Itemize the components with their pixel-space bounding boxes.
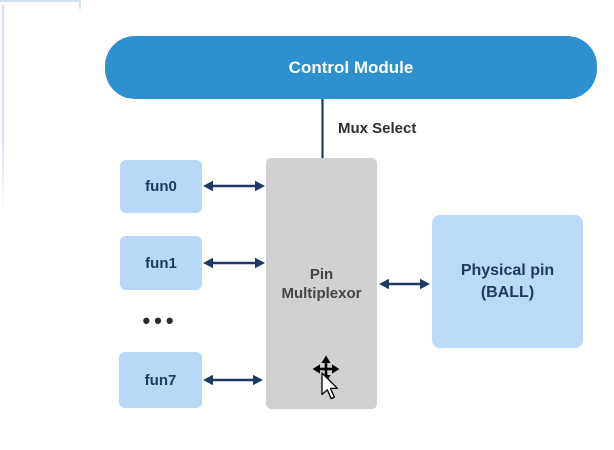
double-arrow-fun1 (203, 257, 265, 269)
frame-border-left (2, 5, 4, 217)
pin-multiplexor-block: Pin Multiplexor (266, 158, 377, 409)
control-module-label: Control Module (288, 57, 414, 77)
mux-select-label: Mux Select (338, 120, 417, 137)
pin-multiplexor-label-line2: Multiplexor (281, 284, 362, 302)
frame-border-corner (79, 0, 81, 9)
function-block-fun1: fun1 (120, 236, 202, 290)
pin-multiplexor-label-line1: Pin (309, 265, 334, 283)
physical-pin-label-line2: (BALL) (480, 283, 535, 301)
function-block-fun1-label: fun1 (145, 254, 177, 272)
function-block-fun7-label: fun7 (144, 371, 177, 389)
function-block-fun0-label: fun0 (145, 178, 177, 195)
control-module-block: Control Module (105, 36, 597, 99)
double-arrow-fun7 (203, 374, 263, 386)
double-arrow-physical-pin (379, 278, 430, 290)
frame-border-top (0, 0, 81, 2)
physical-pin-block: Physical pin (BALL) (432, 215, 583, 348)
physical-pin-label-line1: Physical pin (460, 261, 555, 279)
double-arrow-fun0 (203, 180, 265, 192)
function-block-fun0: fun0 (120, 160, 202, 213)
ellipsis-dots: ••• (142, 308, 178, 333)
function-block-fun7: fun7 (119, 352, 202, 408)
